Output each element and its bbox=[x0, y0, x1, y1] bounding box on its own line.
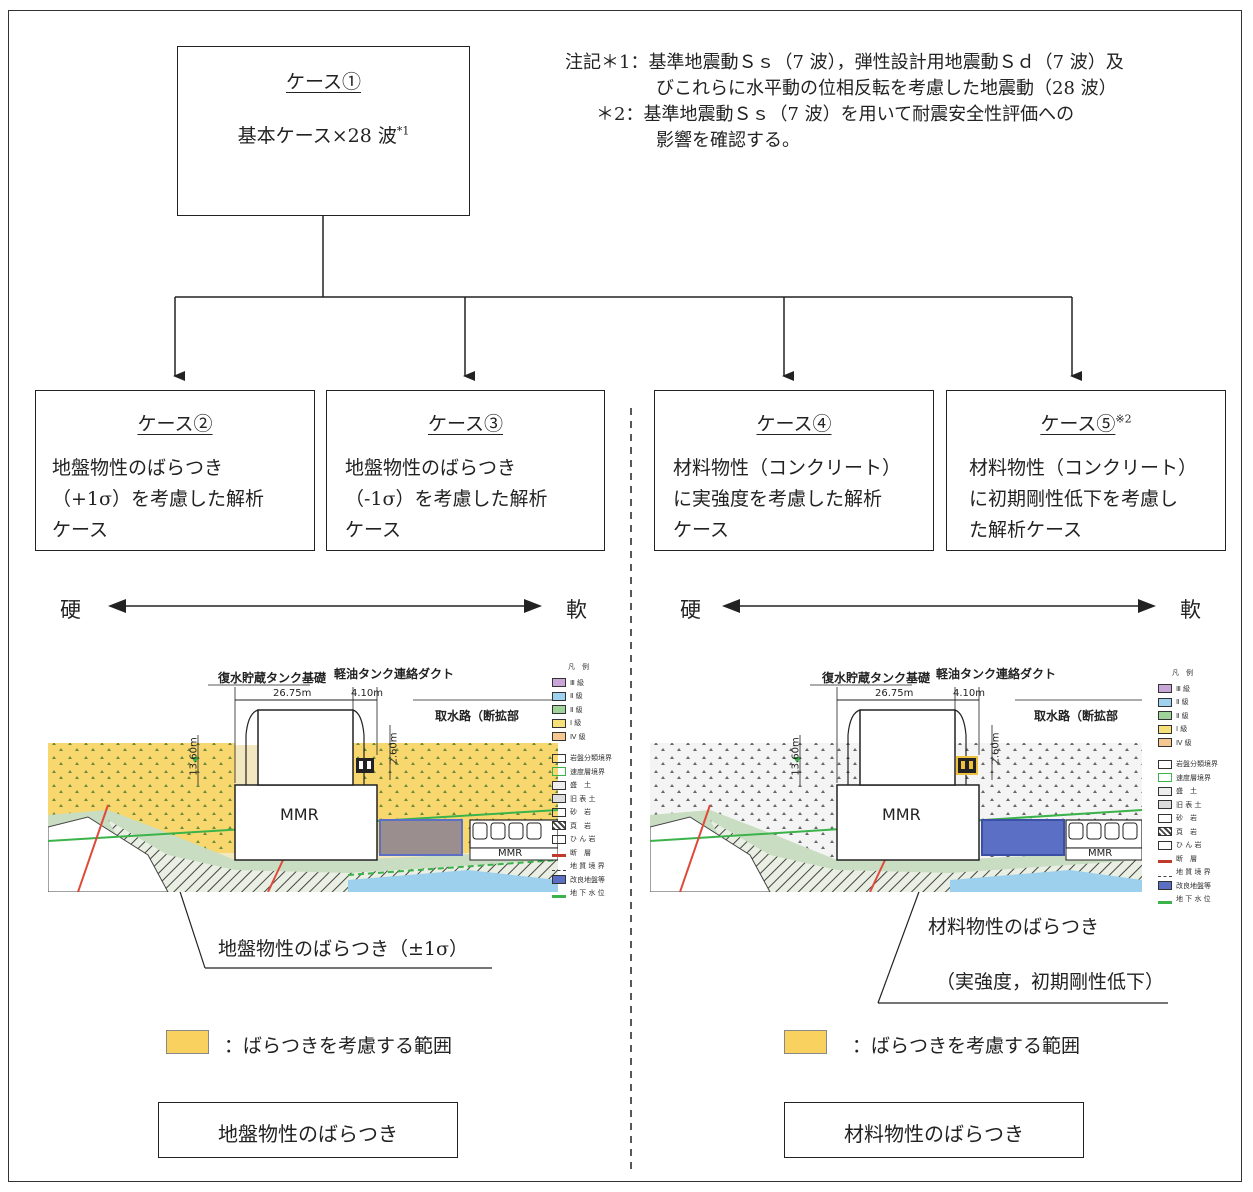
left-double-arrow bbox=[108, 599, 542, 613]
left-tank-label: 復水貯蔵タンク基礎 bbox=[218, 671, 327, 685]
left-cross-section: 復水貯蔵タンク基礎 軽油タンク連絡ダクト 取水路（断拡部 26.75m 4.10… bbox=[47, 655, 559, 893]
case-4-desc: 材料物性（コンクリート）に実強度を考慮した解析ケース bbox=[673, 457, 902, 541]
note-1-line-1: 注記＊1：基準地震動Ｓｓ（7 波），弾性設計用地震動Ｓｄ（7 波）及 bbox=[565, 52, 1124, 73]
right-range-swatch bbox=[784, 1030, 827, 1054]
case-5-desc: 材料物性（コンクリート）に初期剛性低下を考慮した解析ケース bbox=[969, 457, 1198, 541]
right-mmr-small: MMR bbox=[1088, 848, 1113, 859]
right-callout-line-2: （実強度，初期剛性低下） bbox=[936, 971, 1165, 993]
right-mmr-label: MMR bbox=[882, 805, 921, 824]
left-legend: 凡 例 Ⅲ 級 Ⅱ 級 Ⅱ 級 Ⅰ 級 Ⅳ 級 岩盤分類境界 速度層境界 盛 土… bbox=[552, 662, 612, 900]
right-tank-label: 復水貯蔵タンク基礎 bbox=[822, 671, 931, 685]
case-1-box: ケース① 基本ケース×28 波*1 bbox=[177, 46, 470, 216]
case-5-box: ケース⑤※2 材料物性（コンクリート）に初期剛性低下を考慮した解析ケース bbox=[946, 390, 1226, 551]
note-2-line-2: 影響を確認する。 bbox=[656, 130, 800, 151]
case-4-box: ケース④ 材料物性（コンクリート）に実強度を考慮した解析ケース bbox=[654, 390, 934, 551]
left-height-1: 13.60m bbox=[188, 737, 200, 776]
left-dim-2: 4.10m bbox=[351, 688, 384, 699]
right-intake-label: 取水路（断拡部 bbox=[1034, 709, 1119, 723]
right-soft-label: 軟 bbox=[1180, 598, 1201, 622]
case-4-title: ケース④ bbox=[756, 413, 832, 435]
left-hard-label: 硬 bbox=[60, 598, 81, 622]
footer-left-label: 地盤物性のばらつき bbox=[218, 1122, 398, 1146]
left-range-swatch bbox=[166, 1030, 209, 1054]
right-hard-label: 硬 bbox=[680, 598, 701, 622]
left-mmr-small: MMR bbox=[498, 848, 523, 859]
right-callout-line-1: 材料物性のばらつき bbox=[928, 916, 1100, 938]
right-duct-label: 軽油タンク連絡ダクト bbox=[936, 667, 1057, 681]
case-1-title: ケース① bbox=[285, 71, 362, 93]
case-2-box: ケース② 地盤物性のばらつき（+1σ）を考慮した解析ケース bbox=[35, 390, 315, 551]
left-callout-label: 地盤物性のばらつき（±1σ） bbox=[218, 938, 468, 960]
left-duct-label: 軽油タンク連絡ダクト bbox=[334, 667, 455, 681]
left-height-2: 2.60m bbox=[388, 732, 400, 765]
footer-left-box: 地盤物性のばらつき bbox=[158, 1102, 458, 1158]
left-dim-1: 26.75m bbox=[273, 688, 312, 699]
right-double-arrow bbox=[722, 599, 1156, 613]
note-2-line-1: ＊2：基準地震動Ｓｓ（7 波）を用いて耐震安全性評価への bbox=[596, 104, 1075, 125]
case-3-desc: 地盤物性のばらつき（-1σ）を考慮した解析ケース bbox=[345, 457, 548, 541]
case-2-title: ケース② bbox=[137, 413, 213, 435]
case-2-desc: 地盤物性のばらつき（+1σ）を考慮した解析ケース bbox=[52, 457, 264, 541]
footer-right-box: 材料物性のばらつき bbox=[784, 1102, 1084, 1158]
right-range-label: ：ばらつきを考慮する範囲 bbox=[852, 1035, 1081, 1057]
footer-right-label: 材料物性のばらつき bbox=[844, 1122, 1024, 1146]
right-cross-section: 復水貯蔵タンク基礎 軽油タンク連絡ダクト 取水路（断拡部 26.75m 4.10… bbox=[649, 655, 1143, 893]
note-1-line-2: びこれらに水平動の位相反転を考慮した地震動（28 波） bbox=[656, 78, 1117, 99]
case-1-desc: 基本ケース×28 波*1 bbox=[237, 124, 410, 147]
right-dim-2: 4.10m bbox=[953, 688, 986, 699]
right-dim-1: 26.75m bbox=[875, 688, 914, 699]
left-soft-label: 軟 bbox=[566, 598, 587, 622]
right-height-2: 2.60m bbox=[990, 732, 1002, 765]
right-height-1: 13.60m bbox=[790, 737, 802, 776]
outer-frame bbox=[8, 10, 1242, 1182]
case-3-box: ケース③ 地盤物性のばらつき（-1σ）を考慮した解析ケース bbox=[326, 390, 605, 551]
case-5-title: ケース⑤※2 bbox=[1040, 412, 1132, 435]
left-intake-label: 取水路（断拡部 bbox=[435, 709, 520, 723]
left-range-label: ：ばらつきを考慮する範囲 bbox=[224, 1035, 453, 1057]
left-mmr-label: MMR bbox=[280, 805, 319, 824]
case-3-title: ケース③ bbox=[427, 413, 504, 435]
right-legend: 凡 例 Ⅲ 級 Ⅱ 級 Ⅱ 級 Ⅰ 級 Ⅳ 級 岩盤分類境界 速度層境界 盛 土… bbox=[1158, 668, 1218, 906]
